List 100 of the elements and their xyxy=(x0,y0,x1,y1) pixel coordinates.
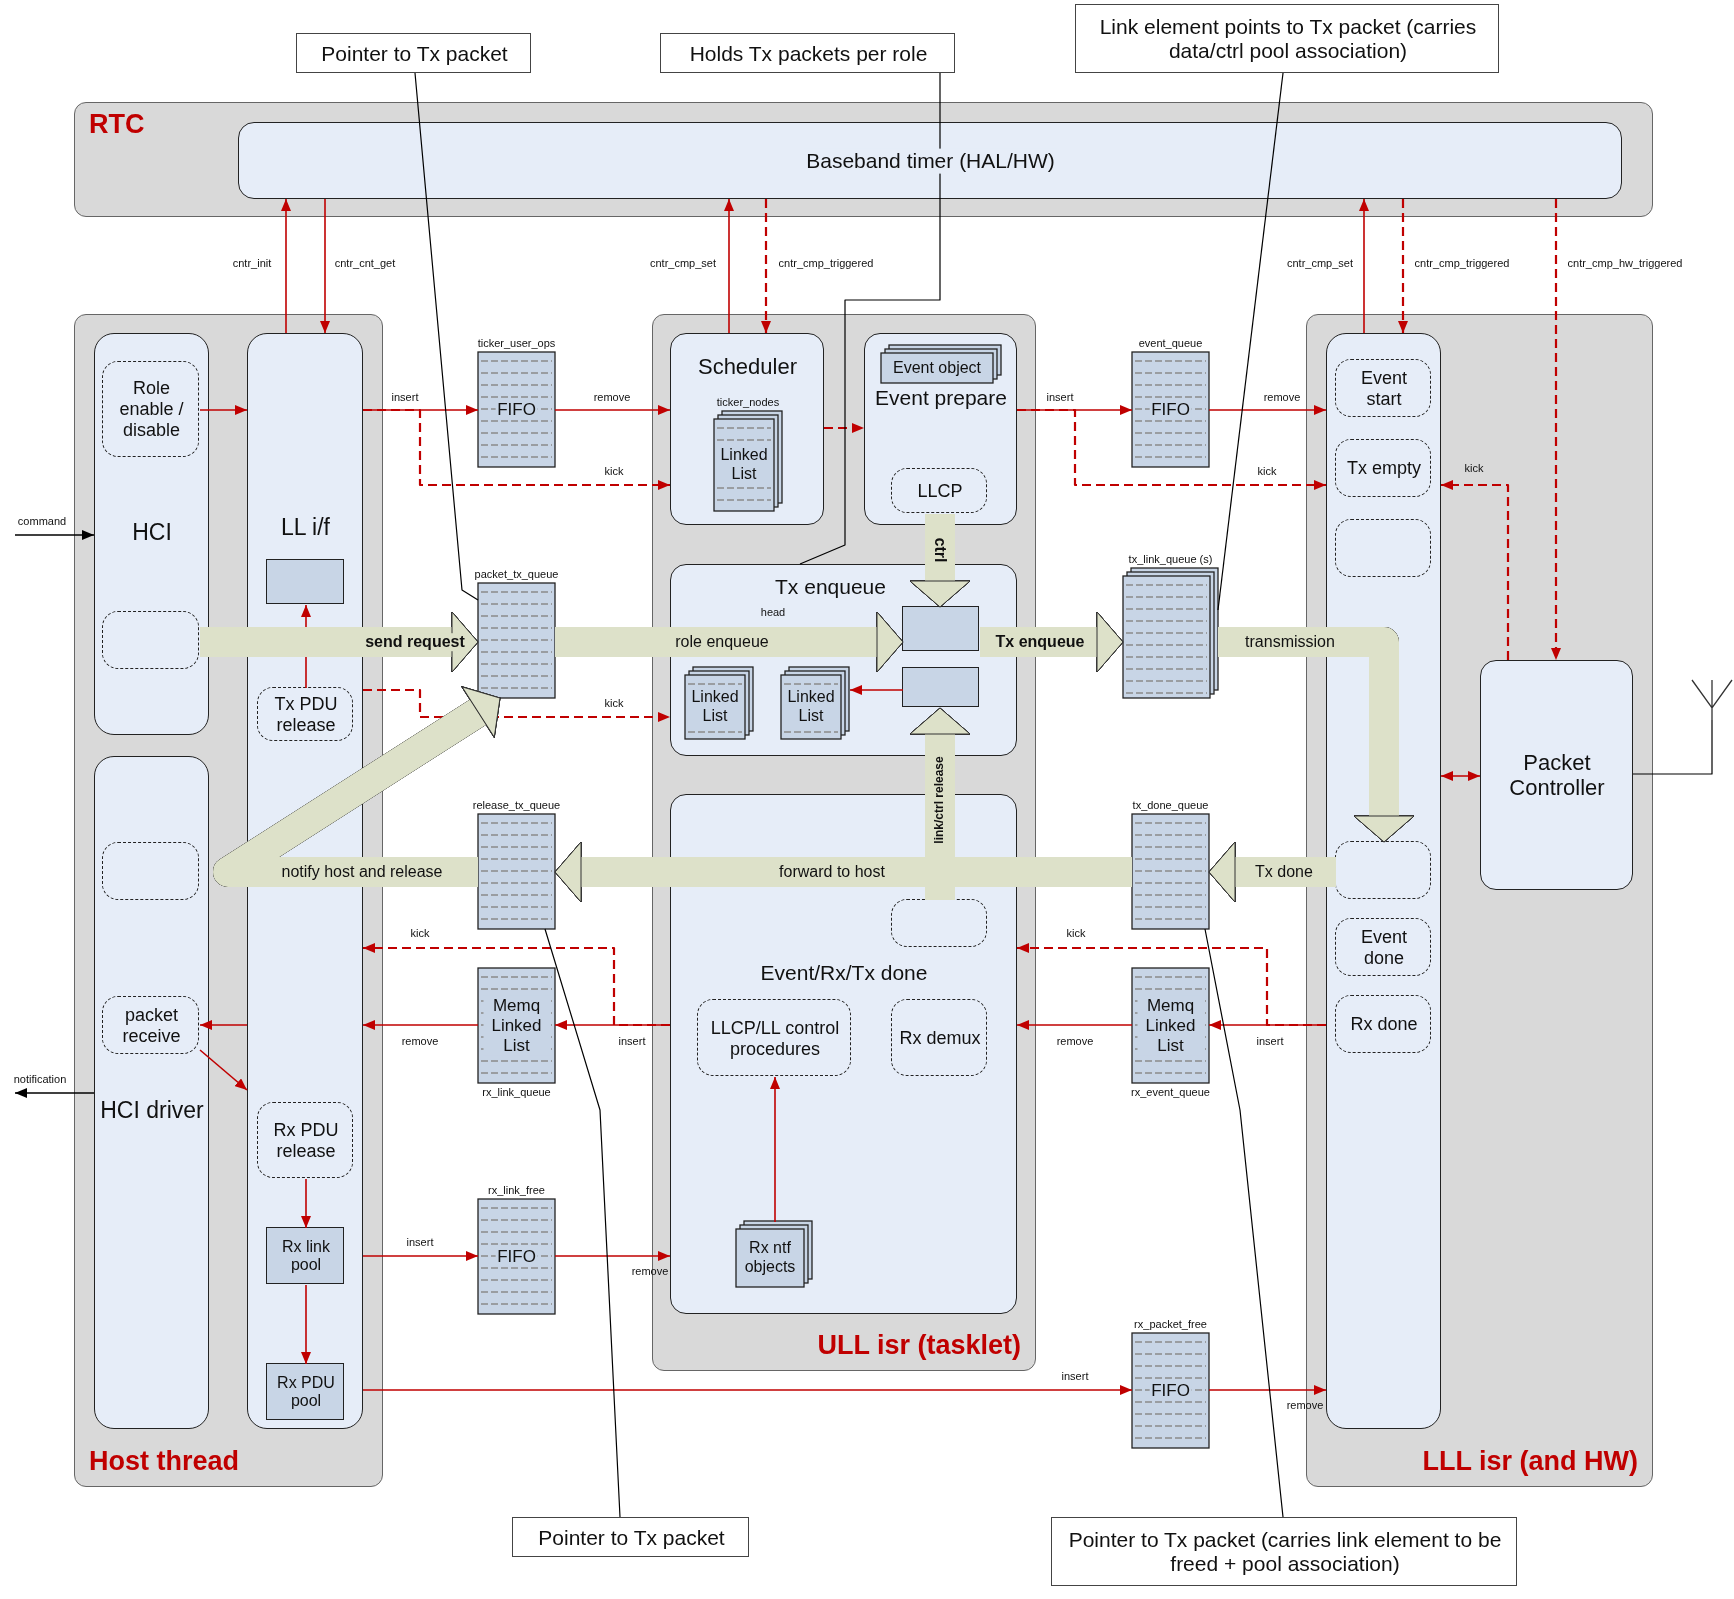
procedure-box xyxy=(891,899,987,947)
panel-title: LLL isr (and HW) xyxy=(1422,1446,1638,1478)
node-label: HCI xyxy=(132,518,172,546)
edge-label: remove xyxy=(401,1034,439,1048)
node-label: Rx done xyxy=(1350,1014,1418,1036)
procedure-box xyxy=(1335,841,1431,899)
queue-name: rx_event_queue xyxy=(1131,1086,1210,1098)
edge-label: remove xyxy=(593,390,631,404)
edge-label: kick xyxy=(604,464,624,478)
arrow xyxy=(363,408,670,490)
arrow xyxy=(1551,199,1561,660)
node-label: Event done xyxy=(1360,926,1408,970)
queue-name: rx_packet_free xyxy=(1134,1318,1207,1330)
arrow xyxy=(1359,198,1369,334)
edge-label: kick xyxy=(1066,926,1086,940)
context-panel xyxy=(74,102,1653,217)
node-label: HCI driver xyxy=(100,1096,204,1124)
edge-label: insert xyxy=(391,390,419,404)
queue-name: tx_link_queue (s) xyxy=(1128,553,1213,565)
node-label: Rx PDU pool xyxy=(276,1373,336,1412)
node-label: Rx ntf objects xyxy=(743,1239,797,1277)
arrow xyxy=(199,1049,248,1091)
edge-label: Tx enqueue xyxy=(995,633,1085,651)
object-stack xyxy=(881,345,1001,383)
procedure-box xyxy=(102,842,199,900)
flow-arrow xyxy=(909,514,971,608)
edge-label: insert xyxy=(1061,1369,1089,1383)
node-label: LLCP xyxy=(917,480,963,503)
node-label: Event object xyxy=(892,358,982,378)
edge-label: kick xyxy=(1257,464,1277,478)
node-label: Scheduler xyxy=(697,353,798,380)
pool-box xyxy=(902,606,979,651)
arrow xyxy=(362,1020,479,1030)
node-label: Tx PDU release xyxy=(273,693,339,737)
arrow xyxy=(554,1251,671,1261)
edge-label: cntr_cmp_triggered xyxy=(778,256,874,270)
flow-arrow xyxy=(1208,841,1336,903)
panel-title: ULL isr (tasklet) xyxy=(817,1330,1021,1362)
queue-name: tx_done_queue xyxy=(1132,799,1209,811)
procedure-box xyxy=(257,1102,353,1178)
flow-arrow xyxy=(554,841,1132,903)
arrow xyxy=(1017,408,1326,490)
edge-label: send request xyxy=(365,633,465,651)
procedure-box xyxy=(891,468,987,513)
arrow xyxy=(14,530,95,540)
edge-label: cntr_cmp_set xyxy=(1287,256,1353,270)
procedure-box xyxy=(1335,359,1431,417)
edge-label: insert xyxy=(1046,390,1074,404)
queue-name: release_tx_queue xyxy=(472,799,561,811)
node-label: Packet Controller xyxy=(1508,749,1606,802)
edge-label: cntr_cmp_hw_triggered xyxy=(1567,256,1683,270)
object-stack xyxy=(736,1221,812,1287)
callout-box xyxy=(1051,1517,1517,1586)
arrow xyxy=(724,198,734,334)
edge-label: cntr_cmp_set xyxy=(650,256,716,270)
panel-title: RTC xyxy=(89,109,145,141)
callout-text: Pointer to Tx packet (carries link element to be freed + pool association) xyxy=(1067,1527,1503,1578)
edge-label: role enqueue xyxy=(675,633,769,651)
text-label: head xyxy=(760,605,786,619)
leader-line xyxy=(544,928,621,1518)
leader-line xyxy=(1204,928,1284,1518)
leader-line xyxy=(799,72,941,565)
edge-label: insert xyxy=(618,1034,646,1048)
node-label: Event start xyxy=(1360,367,1408,411)
flow-arrow xyxy=(213,686,501,887)
node-label: Role enable / disable xyxy=(118,378,185,442)
callout-box xyxy=(660,33,955,73)
queue-name: rx_link_free xyxy=(488,1184,545,1196)
procedure-box xyxy=(1335,995,1431,1053)
linked-list-stack xyxy=(685,667,753,739)
flow-arrow xyxy=(909,707,971,900)
arrow xyxy=(1441,480,1510,660)
edge-label: insert xyxy=(1256,1034,1284,1048)
callout-box xyxy=(296,33,531,73)
arrow xyxy=(1208,1385,1327,1395)
pool-box xyxy=(902,667,979,707)
callout-text: Holds Tx packets per role xyxy=(689,41,928,67)
edge-label: notification xyxy=(13,1072,67,1086)
node-label: LLCP/LL control procedures xyxy=(709,1017,841,1060)
procedure-box xyxy=(257,687,353,741)
queue-name: packet_tx_queue xyxy=(474,568,559,580)
arrow xyxy=(1398,199,1408,333)
arrow xyxy=(14,1088,95,1098)
arrow xyxy=(1208,405,1327,415)
callout-text: Pointer to Tx packet xyxy=(321,41,508,67)
arrow xyxy=(761,199,771,333)
node-label: packet receive xyxy=(121,1004,182,1048)
arrow xyxy=(320,198,330,334)
pool-box xyxy=(266,1227,344,1284)
layer-column xyxy=(93,332,209,735)
arrow xyxy=(281,198,291,334)
controller-box xyxy=(1479,659,1633,890)
arrow xyxy=(770,1076,780,1223)
callout-text: Pointer to Tx packet xyxy=(538,1525,725,1551)
module-box xyxy=(863,332,1017,525)
leader-line xyxy=(1217,72,1284,611)
arrow xyxy=(301,1284,311,1365)
callout-box xyxy=(512,1517,749,1557)
node-label: Rx demux xyxy=(899,1027,981,1050)
layer-column xyxy=(93,755,209,1429)
